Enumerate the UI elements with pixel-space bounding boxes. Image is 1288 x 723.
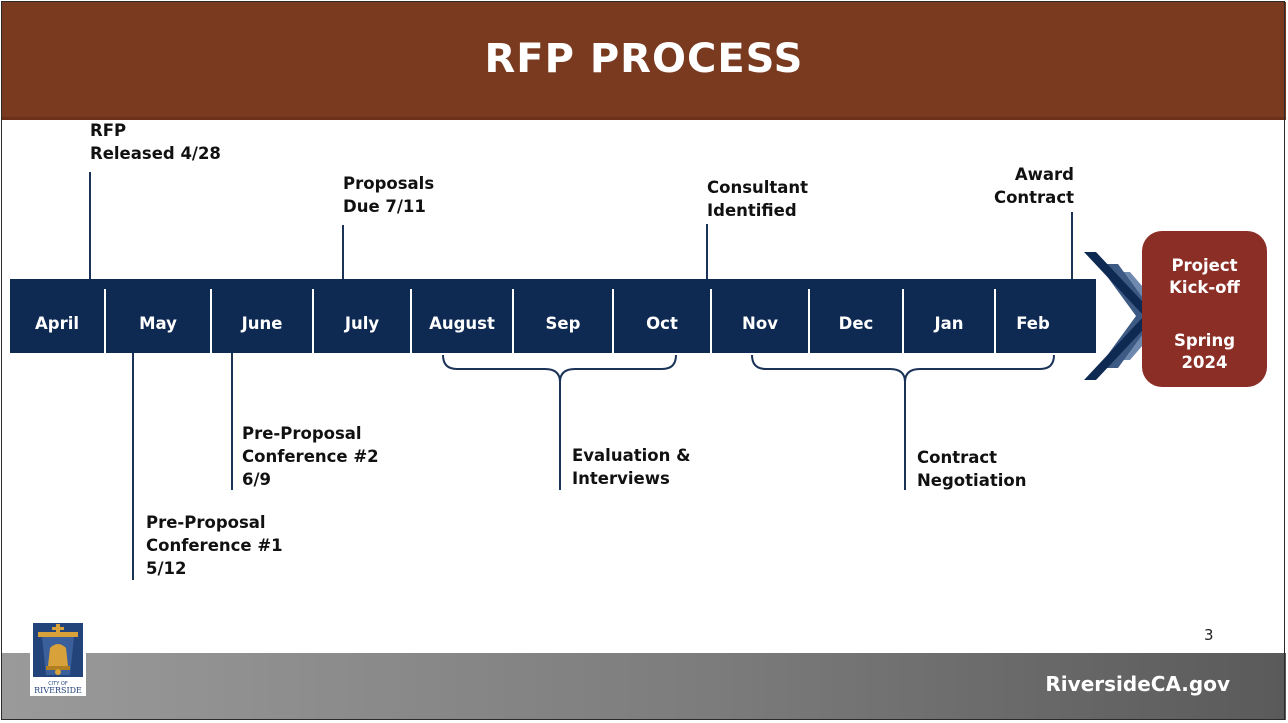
arrow-chevron-near	[1084, 252, 1156, 380]
month-separator	[902, 289, 904, 353]
timeline-band	[10, 279, 1096, 353]
negotiation-bracket	[751, 354, 1055, 383]
milestone-evaluation: Evaluation & Interviews	[572, 446, 691, 488]
month-separator	[612, 289, 614, 353]
proposals-due-connector	[342, 225, 344, 280]
milestone-award-contract: Award Contract	[993, 165, 1074, 207]
month-separator	[994, 289, 996, 353]
logo-text-large: RIVERSIDE	[34, 686, 82, 695]
month-separator	[312, 289, 314, 353]
milestone-negotiation: Contract Negotiation	[917, 448, 1027, 490]
milestone-preproposal-2: Pre-Proposal Conference #2 6/9	[242, 424, 379, 489]
month-separator	[104, 289, 106, 353]
milestone-rfp-released: RFP Released 4/28	[90, 121, 221, 163]
month-label: July	[344, 314, 380, 333]
milestone-consultant-identified: Consultant Identified	[707, 178, 809, 220]
evaluation-bracket	[442, 354, 677, 383]
award-contract-connector	[1071, 212, 1073, 280]
footer-website: RiversideCA.gov	[1045, 672, 1230, 696]
month-label: Nov	[742, 314, 778, 333]
milestone-preproposal-1: Pre-Proposal Conference #1 5/12	[146, 513, 283, 578]
page-number: 3	[1204, 626, 1214, 644]
rfp-released-connector	[89, 172, 91, 280]
month-separator	[710, 289, 712, 353]
kickoff-title: Project Kick-off	[1169, 256, 1240, 297]
preproposal-2-connector	[231, 353, 233, 490]
month-label: Dec	[838, 314, 874, 333]
month-label: Sep	[545, 314, 581, 333]
month-separator	[512, 289, 514, 353]
month-label: August	[429, 314, 495, 333]
kickoff-date: Spring 2024	[1173, 331, 1236, 372]
city-logo: CITY OF RIVERSIDE	[30, 620, 86, 696]
month-label: Feb	[1016, 314, 1050, 333]
month-separator	[210, 289, 212, 353]
month-label: May	[139, 314, 177, 333]
preproposal-1-connector	[132, 353, 134, 580]
milestone-proposals-due: Proposals Due 7/11	[343, 174, 435, 216]
month-label: Jan	[934, 314, 964, 333]
footer-bar	[2, 653, 1286, 720]
month-label: June	[241, 314, 283, 333]
month-label: Oct	[646, 314, 678, 333]
month-label: April	[34, 314, 80, 333]
month-separator	[410, 289, 412, 353]
logo-text-small: CITY OF	[48, 681, 68, 687]
project-kickoff-box: Project Kick-off Spring 2024	[1142, 231, 1267, 387]
title-bar: RFP PROCESS	[2, 2, 1286, 120]
month-separator	[808, 289, 810, 353]
slide-title: RFP PROCESS	[484, 36, 804, 82]
bracket-overlay	[442, 354, 1055, 490]
consultant-identified-connector	[706, 224, 708, 280]
